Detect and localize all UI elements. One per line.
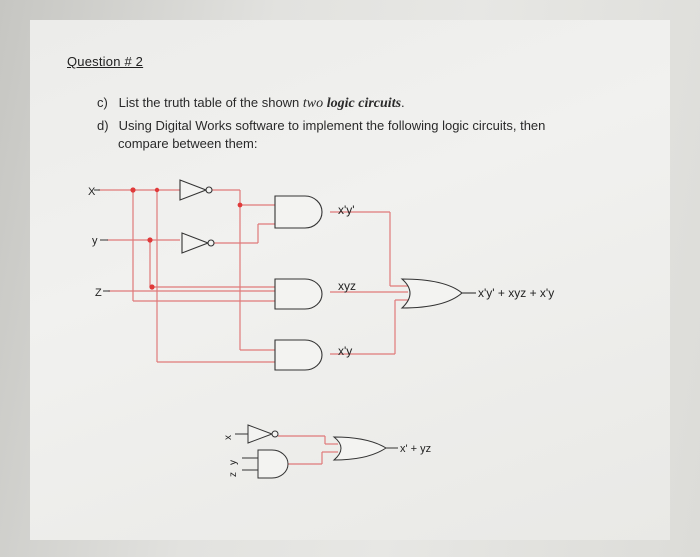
and-gate-1 — [274, 195, 323, 229]
item-d-text: Using Digital Works software to implemen… — [118, 118, 546, 133]
item-c-prefix: List the truth table of the shown — [118, 95, 303, 110]
junction-dot — [147, 237, 153, 243]
item-d: d) Using Digital Works software to imple… — [97, 118, 545, 133]
item-d-label: d) — [97, 118, 109, 133]
not-gate-y — [181, 232, 215, 254]
output-label-circuit-2: x' + yz — [400, 443, 431, 455]
gates-circuit-2 — [235, 424, 398, 479]
wires-circuit-1 — [98, 189, 408, 363]
input-z-label: Z — [95, 287, 102, 299]
input-y-label: y — [92, 235, 98, 247]
item-c: c) List the truth table of the shown two… — [97, 95, 405, 112]
gate-label-xyz: xyz — [338, 279, 356, 293]
junction-dots — [130, 187, 243, 290]
not-gate-x — [179, 179, 213, 201]
or-gate-circuit-2 — [332, 436, 387, 461]
gates-circuit-1 — [179, 179, 463, 371]
output-label-circuit-1: x'y' + xyz + x'y — [478, 286, 554, 300]
item-c-suffix: . — [401, 95, 405, 110]
input-z-label-circuit-2: z — [228, 472, 239, 477]
item-c-label: c) — [97, 95, 108, 110]
and-gate-2 — [274, 278, 323, 310]
not-gate-circuit-2 — [247, 424, 279, 444]
item-d-continuation: compare between them: — [118, 136, 258, 151]
or-gate — [400, 278, 463, 309]
and-gate-circuit-2 — [257, 449, 289, 479]
question-heading: Question # 2 — [67, 54, 144, 69]
input-x-label-circuit-2: x — [223, 435, 234, 440]
and-gate-3 — [274, 339, 323, 371]
item-c-emph-logic-circuits: logic circuits — [326, 96, 402, 111]
junction-dot — [130, 187, 136, 193]
input-x-label: X — [88, 186, 96, 198]
gate-label-xpy: x'y — [338, 344, 352, 358]
junction-dot — [237, 202, 243, 208]
input-y-label-circuit-2: y — [228, 460, 239, 465]
item-c-emph-two: two — [302, 96, 324, 111]
junction-dot — [154, 187, 160, 193]
wires-circuit-2 — [278, 435, 338, 465]
junction-dot — [149, 284, 155, 290]
gate-label-xpyp: x'y' — [338, 203, 355, 217]
input-stubs — [94, 189, 110, 292]
